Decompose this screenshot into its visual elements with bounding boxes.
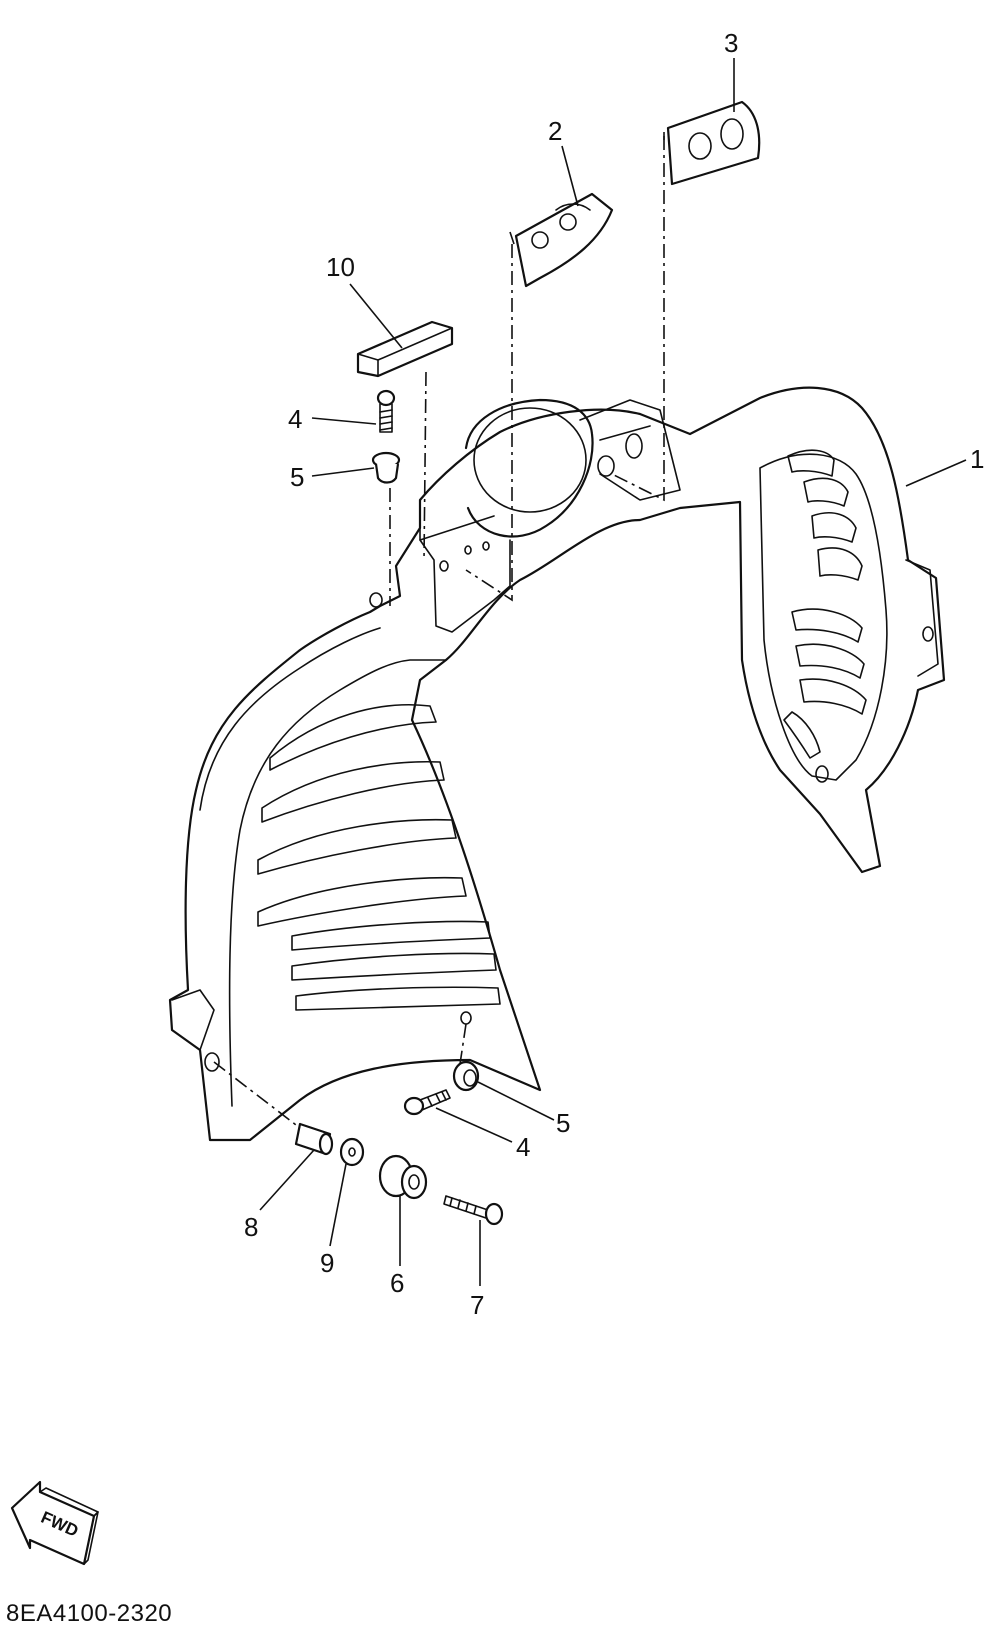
callout-10: 10 [326,252,355,282]
grommet-part-5-top [371,451,401,484]
diagram-code: 8EA4100-2320 [6,1600,173,1627]
callout-9: 9 [320,1248,334,1278]
callout-4-bottom: 4 [516,1132,530,1162]
strip-part-10 [356,320,454,378]
callout-5-top: 5 [290,462,304,492]
grommet-part-5-bottom [452,1060,480,1092]
bolt-part-7 [443,1195,504,1226]
callout-3: 3 [724,28,738,58]
screw-part-4-top [376,389,396,433]
callout-5-bottom: 5 [556,1108,570,1138]
front-cover-panel [168,386,946,1142]
plate-part-2 [514,192,614,288]
leader-lines [259,58,967,1286]
callout-7: 7 [470,1290,484,1320]
plate-part-3 [666,100,761,186]
callout-6: 6 [390,1268,404,1298]
screw-part-4-bottom [403,1089,451,1116]
assembly-lines [213,132,665,1129]
callout-8: 8 [244,1212,258,1242]
callout-1: 1 [970,444,984,474]
callout-4-top: 4 [288,404,302,434]
fwd-arrow-icon: FWD [10,1480,99,1566]
callout-2: 2 [548,116,562,146]
washer-part-9 [339,1137,365,1167]
collar-part-8 [294,1122,334,1156]
damper-part-6 [378,1154,428,1200]
callout-labels: 1 2 3 10 4 5 5 4 8 9 6 7 [244,28,984,1320]
